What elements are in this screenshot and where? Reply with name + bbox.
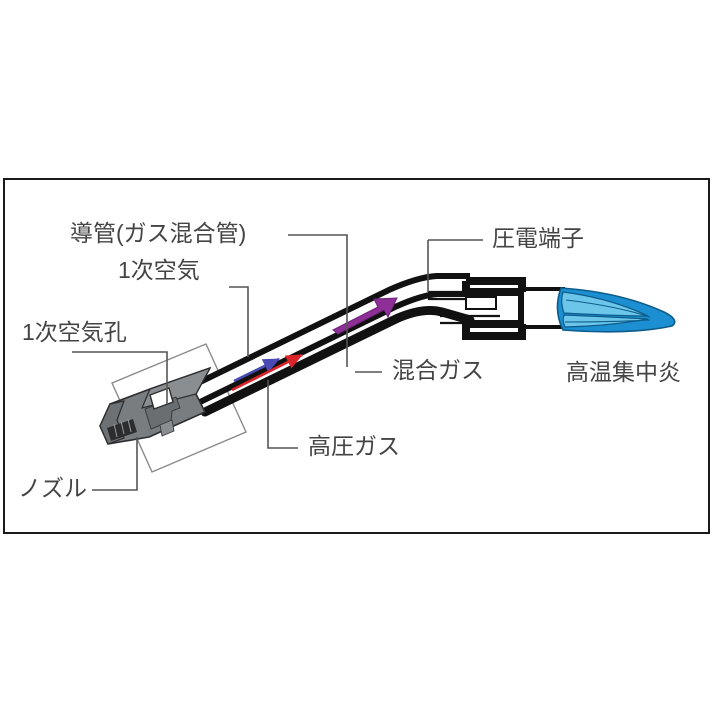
label-high-pressure-gas: 高圧ガス xyxy=(308,433,400,459)
mixed-gas-arrow xyxy=(332,297,398,335)
tube-lower-wall xyxy=(200,306,475,417)
leader-high-pressure-gas xyxy=(267,380,298,449)
nozzle-tip-threads xyxy=(107,418,137,441)
leader-lines xyxy=(72,234,483,491)
leader-duct xyxy=(288,234,348,367)
leader-primary-air xyxy=(229,286,249,357)
label-primary-air-hole: 1次空気孔 xyxy=(22,319,127,345)
primary-air-arrow xyxy=(233,357,280,383)
label-mixed-gas: 混合ガス xyxy=(392,357,484,383)
concentrated-flame xyxy=(556,287,676,333)
high-pressure-gas-arrow xyxy=(231,353,303,392)
label-nozzle: ノズル xyxy=(18,475,87,501)
leader-primary-air-hole xyxy=(72,351,168,404)
label-duct: 導管(ガス混合管) xyxy=(70,220,246,246)
piezo-terminal-housing xyxy=(428,277,565,340)
nozzle-callout-box xyxy=(111,343,247,473)
diagram-frame xyxy=(3,178,710,534)
label-concentrated-flame: 高温集中炎 xyxy=(566,359,681,385)
leader-piezo-terminal xyxy=(427,239,483,292)
leader-nozzle xyxy=(92,437,138,491)
label-piezo-terminal: 圧電端子 xyxy=(492,225,584,251)
spark-gap-element xyxy=(465,296,497,310)
label-primary-air: 1次空気 xyxy=(118,257,200,283)
